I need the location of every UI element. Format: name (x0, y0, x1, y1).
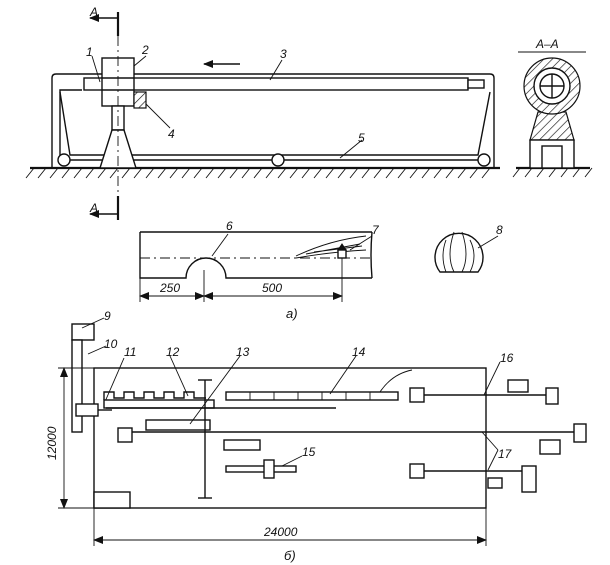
shaft-end (467, 79, 485, 89)
subfigure-a-label: а) (286, 306, 298, 321)
label-17: 17 (498, 447, 513, 461)
label-1: 1 (86, 45, 93, 59)
log-profile (139, 231, 372, 279)
shop-outline (93, 367, 487, 509)
section-pedestal (529, 111, 575, 141)
conveyor-teeth (103, 391, 206, 400)
section-label: А–А (535, 37, 559, 51)
section-a-a-view (512, 51, 593, 178)
label-6: 6 (226, 219, 233, 233)
roller-left (57, 153, 71, 167)
unit-10 (71, 339, 83, 433)
label-5: 5 (358, 131, 365, 145)
workshop-plan (58, 317, 587, 546)
label-10: 10 (104, 337, 118, 351)
machine-side-view (25, 12, 500, 220)
label-3: 3 (280, 47, 287, 61)
label-15: 15 (302, 445, 316, 459)
roller-middle (271, 153, 285, 167)
subfigure-b-label: б) (284, 548, 296, 563)
label-9: 9 (104, 309, 111, 323)
label-7: 7 (372, 223, 380, 237)
carriage-base (99, 129, 137, 169)
cutting-tool (337, 249, 347, 259)
label-16: 16 (500, 351, 514, 365)
inner-frame-left (59, 89, 82, 160)
unit-15 (225, 465, 297, 473)
label-13: 13 (236, 345, 250, 359)
section-mark-bottom: А (89, 201, 98, 215)
unit-13 (145, 419, 211, 431)
label-11: 11 (124, 345, 136, 359)
label-2: 2 (141, 43, 149, 57)
label-8: 8 (496, 223, 503, 237)
dim-250: 250 (159, 281, 180, 295)
outer-frame (51, 73, 495, 168)
unit-9 (71, 323, 95, 341)
ground-hatching (25, 167, 491, 179)
dim-24000: 24000 (263, 525, 298, 539)
dim-500: 500 (262, 281, 282, 295)
section-mark-top: А (89, 5, 98, 19)
label-14: 14 (352, 345, 366, 359)
labels: А А А–А 1 2 3 4 5 6 7 8 9 10 11 12 13 14… (45, 5, 559, 563)
log-section (434, 232, 484, 273)
cutter (133, 91, 147, 109)
label-4: 4 (168, 127, 175, 141)
label-12: 12 (166, 345, 180, 359)
log-cross-section (434, 231, 499, 273)
conveyor-12 (103, 399, 215, 409)
dim-12000: 12000 (45, 426, 59, 460)
roller-right (477, 153, 491, 167)
conveyor-14 (225, 391, 399, 401)
log-shaft (83, 77, 469, 91)
log-profile-view (139, 231, 373, 302)
